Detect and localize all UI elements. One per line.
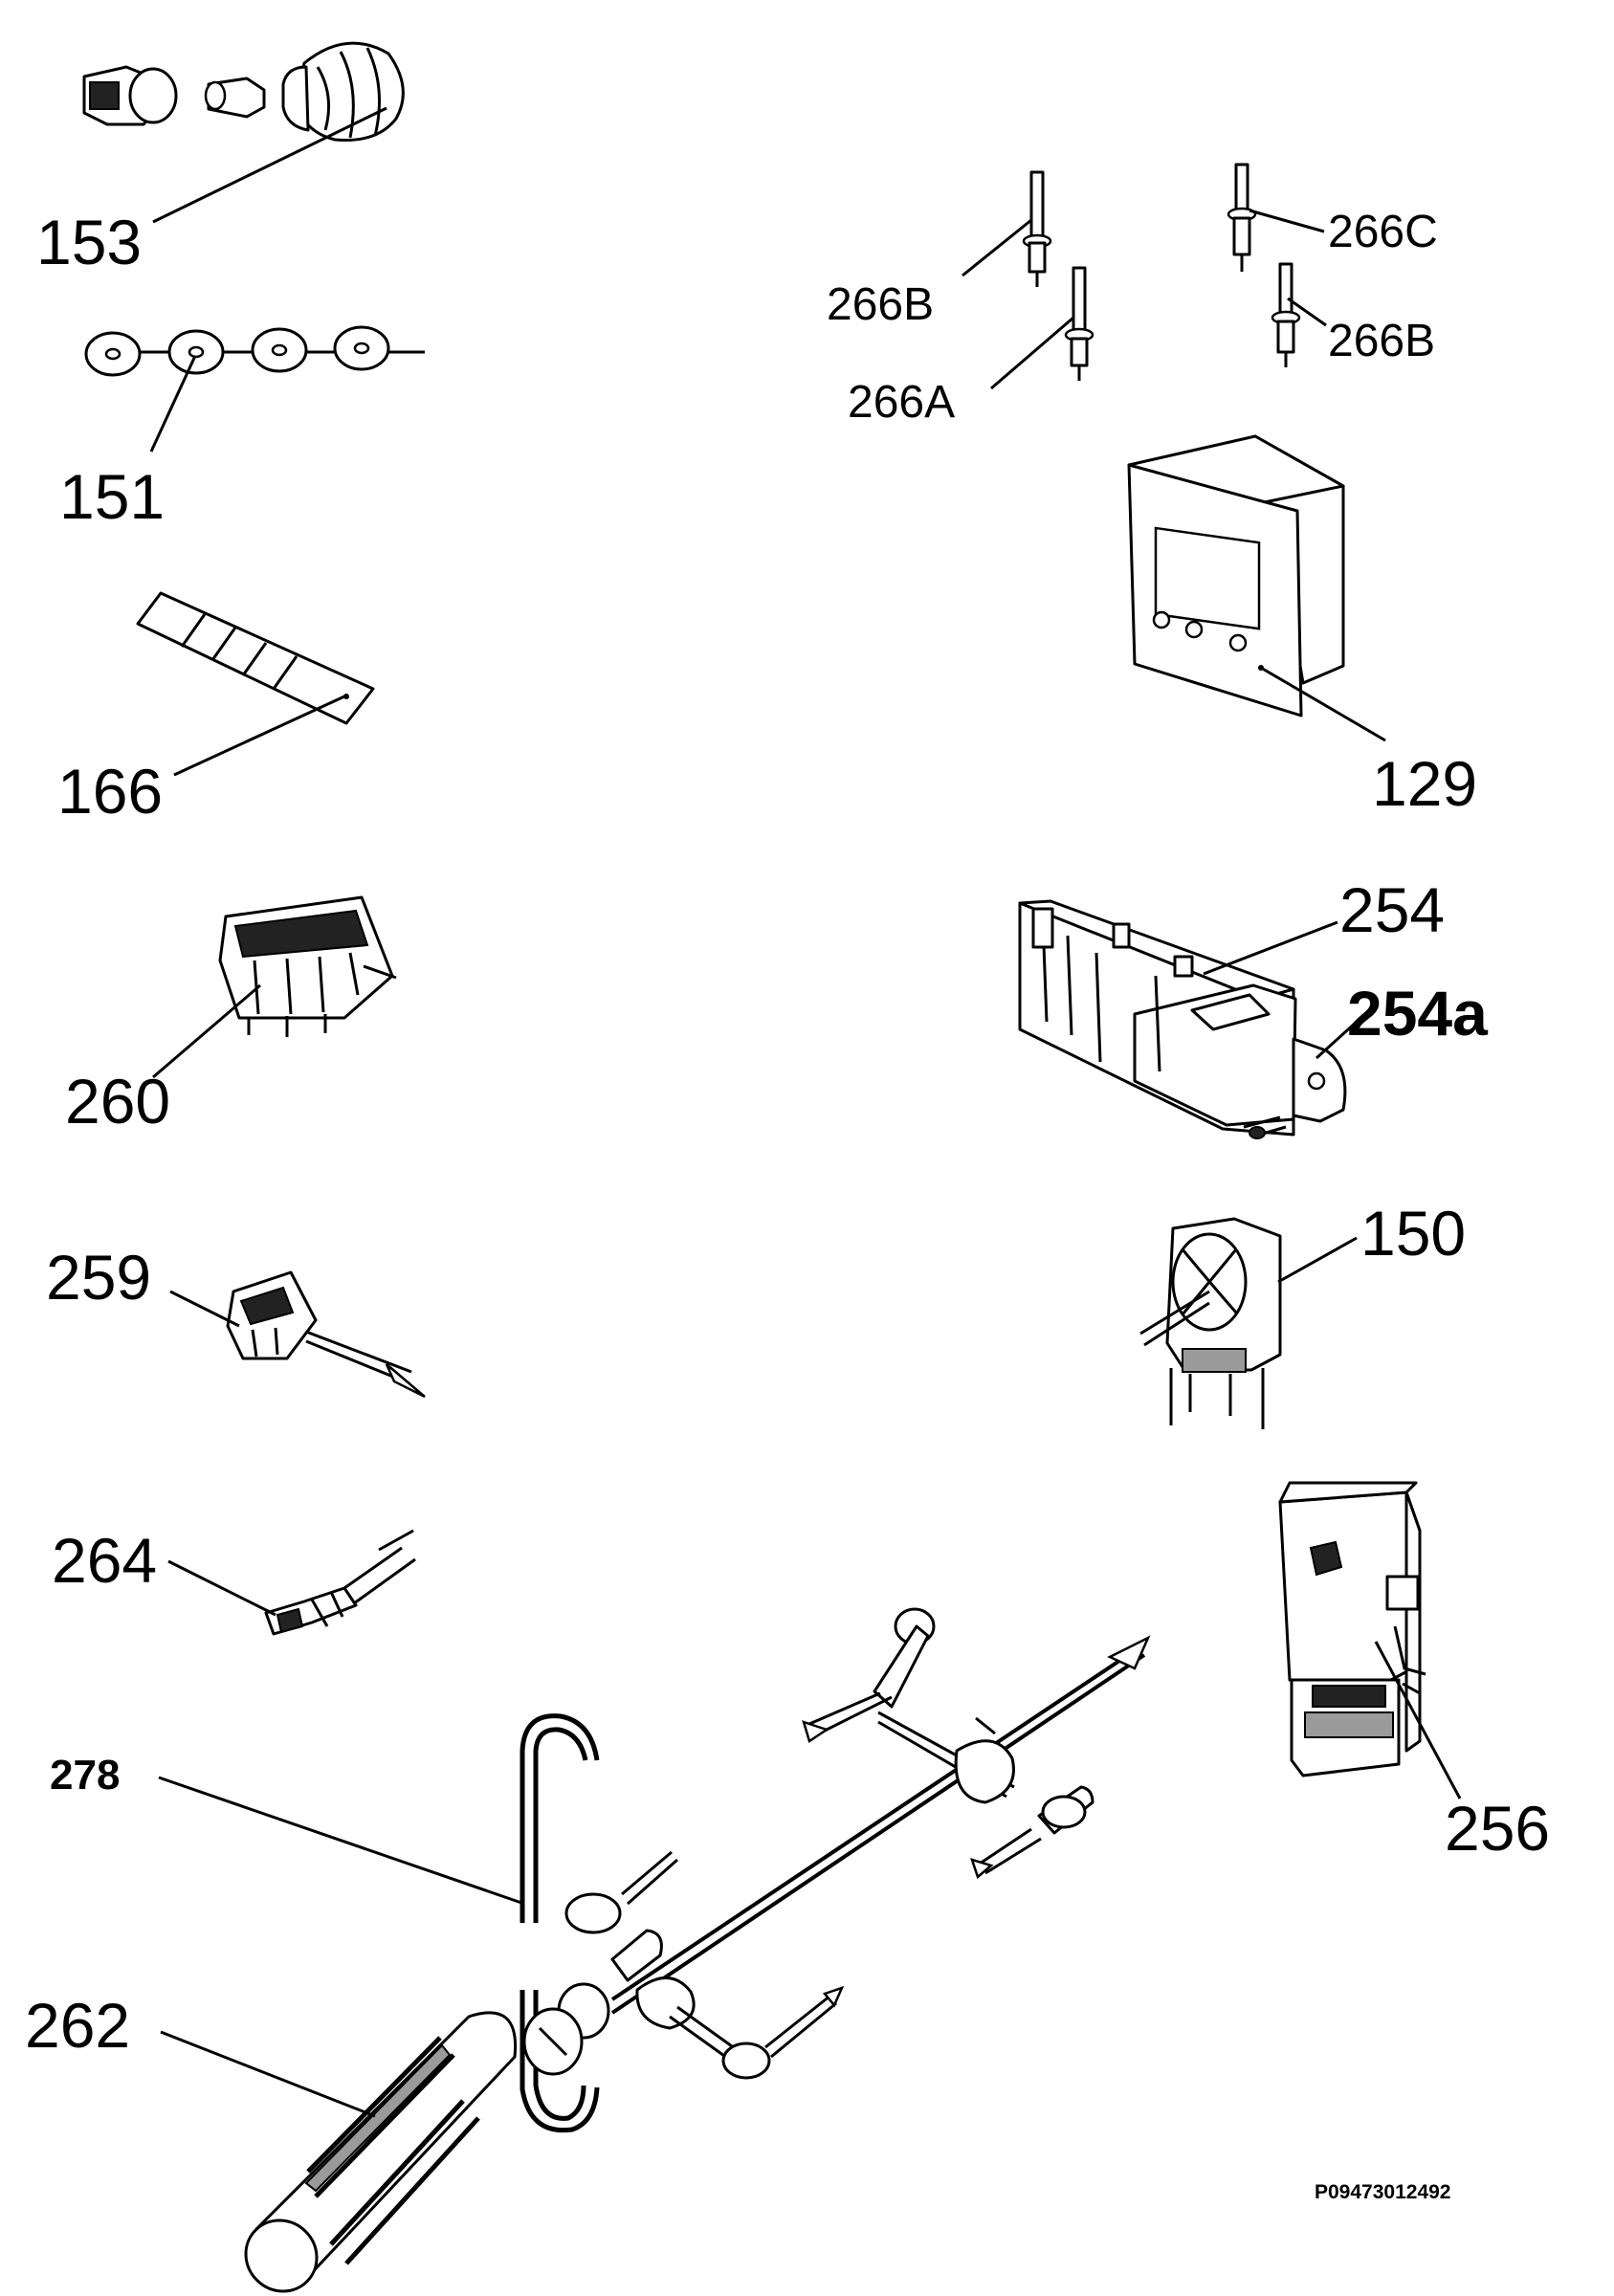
label-129: 129 — [1372, 748, 1477, 819]
label-254a: 254a — [1347, 978, 1489, 1049]
leader-256 — [1374, 1641, 1462, 1799]
leader-266a — [990, 316, 1074, 390]
leader-266b-left — [962, 218, 1032, 277]
part-260-selector-switch — [218, 895, 397, 1037]
leader-254 — [1203, 920, 1338, 976]
rotisserie-spit-assembly — [522, 1607, 1151, 2080]
leader-153 — [152, 106, 387, 224]
leader-278 — [158, 1776, 525, 1906]
part-129-timer-module — [1127, 434, 1345, 718]
part-266c-pin — [1227, 163, 1257, 272]
label-278: 278 — [50, 1752, 120, 1799]
leader-266c — [1249, 209, 1325, 233]
part-262-cylinder — [244, 2011, 518, 2293]
part-266a-pin — [1064, 266, 1094, 381]
leader-129 — [1260, 666, 1386, 742]
leader-150 — [1277, 1236, 1358, 1284]
label-262: 262 — [25, 1990, 130, 2061]
label-254: 254 — [1339, 874, 1445, 945]
label-166: 166 — [57, 756, 163, 827]
label-260: 260 — [65, 1066, 170, 1137]
part-266b-left-pin — [1022, 170, 1052, 287]
part-166-label-strip — [136, 591, 375, 725]
label-266c: 266C — [1328, 207, 1438, 257]
leader-151 — [149, 355, 197, 453]
leader-166 — [173, 695, 345, 777]
label-266b-right: 266B — [1328, 316, 1435, 366]
part-150-thermostat — [1139, 1217, 1282, 1429]
part-278-burner-rod — [520, 1713, 600, 2133]
label-151: 151 — [59, 461, 165, 532]
part-266b-right-pin — [1271, 262, 1301, 367]
leader-254a — [1315, 1020, 1359, 1060]
part-254-ignition-generator — [1018, 899, 1347, 1139]
label-153: 153 — [36, 207, 142, 277]
leader-266b-right — [1287, 297, 1327, 327]
part-256-gas-control — [1278, 1481, 1426, 1777]
leader-262 — [160, 2030, 376, 2118]
label-266b-left: 266B — [827, 279, 934, 330]
part-153-knob — [82, 41, 405, 143]
label-264: 264 — [52, 1525, 157, 1596]
label-150: 150 — [1360, 1198, 1466, 1269]
label-256: 256 — [1445, 1793, 1550, 1864]
reference-code: P09473012492 — [1315, 2181, 1450, 2203]
leader-264 — [167, 1559, 276, 1617]
part-151-insulator-chain — [84, 325, 425, 377]
part-259-rotary-switch — [226, 1270, 426, 1399]
label-266a: 266A — [848, 377, 955, 428]
part-264-connector — [264, 1529, 416, 1636]
label-259: 259 — [46, 1242, 151, 1313]
leader-260 — [152, 983, 261, 1079]
leader-259 — [169, 1290, 240, 1328]
